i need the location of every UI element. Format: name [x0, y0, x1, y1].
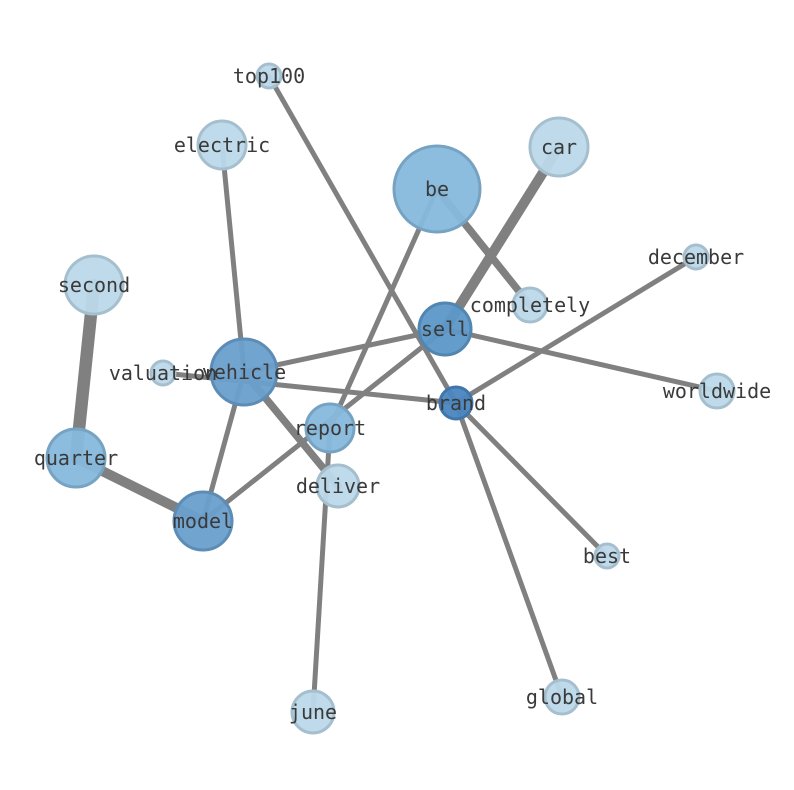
node-label-second: second [58, 273, 130, 297]
node-label-brand: brand [426, 391, 486, 415]
node-car [528, 116, 590, 178]
node-label-be: be [425, 177, 449, 201]
node-label-worldwide: worldwide [663, 379, 771, 403]
node-be [392, 144, 482, 234]
node-worldwide [698, 372, 736, 410]
node-label-december: december [648, 245, 744, 269]
node-second [63, 254, 125, 316]
edge-december-brand [453, 254, 699, 406]
node-december [682, 243, 710, 271]
edge-top100-brand [266, 73, 459, 406]
node-label-quarter: quarter [34, 446, 118, 470]
node-report [304, 402, 356, 454]
node-model [172, 490, 234, 552]
node-label-global: global [526, 685, 598, 709]
edge-brand-best [453, 400, 610, 559]
node-label-june: june [289, 700, 337, 724]
node-valuation [149, 359, 177, 387]
node-label-valuation: valuation [109, 361, 217, 385]
node-june [290, 689, 336, 735]
graph-nodes [45, 62, 736, 735]
node-label-report: report [294, 416, 366, 440]
node-electric [196, 119, 248, 171]
node-best [593, 542, 621, 570]
edge-car-sell [440, 142, 564, 334]
node-vehicle [209, 337, 279, 407]
edge-brand-global [453, 400, 565, 700]
node-label-model: model [173, 509, 233, 533]
node-quarter [45, 427, 107, 489]
node-label-completely: completely [470, 293, 590, 317]
graph-labels: top100 electric be car december second complet… [34, 64, 771, 724]
edge-sell-worldwide [442, 326, 720, 394]
node-label-top100: top100 [233, 64, 305, 88]
node-top100 [255, 62, 283, 90]
node-label-vehicle: vehicle [202, 360, 286, 384]
node-completely [511, 286, 549, 324]
node-deliver [315, 463, 361, 509]
node-sell [417, 301, 473, 357]
node-global [543, 678, 581, 716]
node-brand [438, 385, 474, 421]
node-label-car: car [541, 135, 577, 159]
node-label-best: best [583, 544, 631, 568]
node-label-deliver: deliver [296, 474, 380, 498]
node-label-sell: sell [421, 317, 469, 341]
node-label-electric: electric [174, 133, 270, 157]
edge-electric-vehicle [219, 142, 247, 375]
